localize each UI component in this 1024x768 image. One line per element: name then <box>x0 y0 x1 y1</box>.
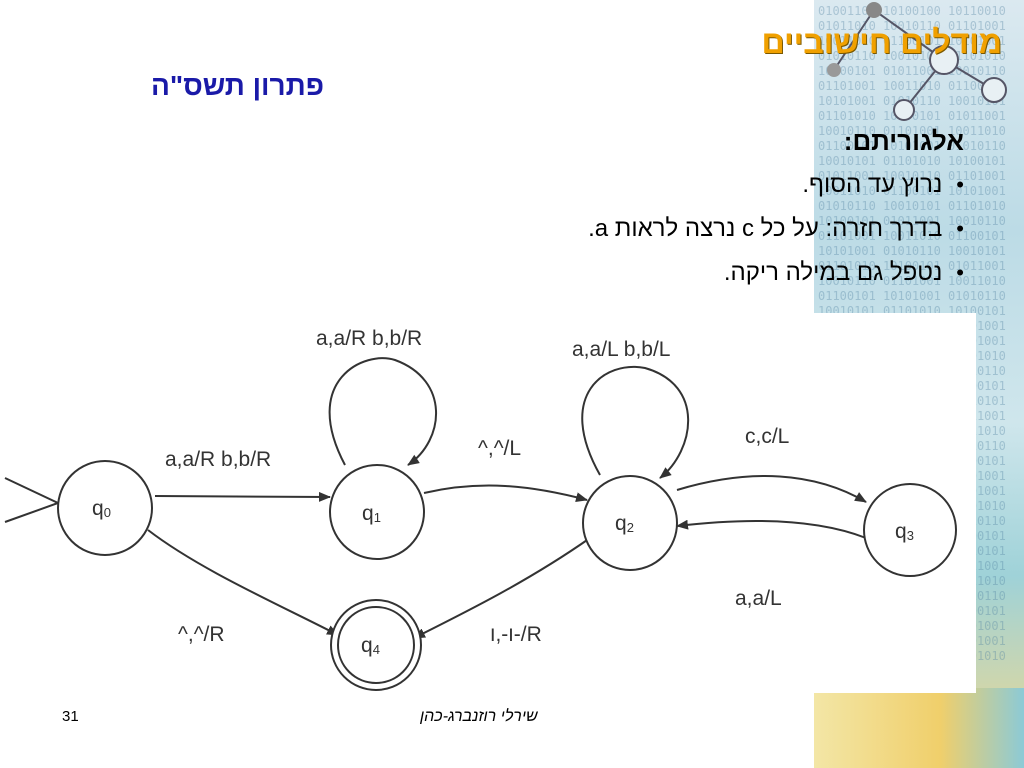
transition-label-q0-q1: a,a/R b,b/R <box>165 448 271 471</box>
transition-label-q2-q3: c,c/L <box>745 425 789 448</box>
transition-label-q1-loop: a,a/R b,b/R <box>316 327 422 350</box>
slide-subtitle: פתרון תשס"ה <box>151 70 324 101</box>
start-arrow <box>4 477 61 523</box>
transition-label-q2-q4: ו-,ו-/R <box>490 623 542 646</box>
state-q1 <box>329 464 425 560</box>
algorithm-section: אלגוריתם: • נרוץ עד הסוף. • בדרך חזרה: על … <box>344 126 964 295</box>
bullet-item: • נטפל גם במילה ריקה. <box>344 251 964 295</box>
bullet-icon: • <box>956 172 964 197</box>
bullet-text: נרוץ עד הסוף. <box>802 171 943 198</box>
bullet-text: נטפל גם במילה ריקה. <box>723 259 943 286</box>
transition-label-q0-q4: ^,^/R <box>178 623 225 646</box>
molecule-decoration <box>827 2 1007 121</box>
author-footer: שירלי רוזנברג-כהן <box>420 708 538 725</box>
slide-title: מודלים חישוביים <box>761 24 1002 60</box>
bullet-text: בדרך חזרה: על כל c נרצה לראות a. <box>588 215 943 242</box>
transition-label-q2-loop: a,a/L b,b/L <box>572 338 670 361</box>
transition-q3-q2 <box>676 519 867 539</box>
transition-label-q3-q2: a,a/L <box>735 587 782 610</box>
state-label-q2: q2 <box>615 512 634 535</box>
transition-q1-loop <box>328 357 438 466</box>
diagram-background <box>0 313 976 693</box>
state-label-q0: q0 <box>92 497 111 520</box>
algorithm-heading: אלגוריתם: <box>843 126 964 156</box>
bullet-icon: • <box>956 260 964 285</box>
state-label-q1: q1 <box>362 502 381 525</box>
transition-q2-q4 <box>413 537 591 639</box>
transition-label-q1-q2: ^,^/L <box>478 437 521 460</box>
state-label-q4: q4 <box>361 634 380 657</box>
transition-q0-q1 <box>154 491 331 502</box>
bullet-item: • נרוץ עד הסוף. <box>344 163 964 207</box>
state-q4-inner <box>337 606 415 684</box>
state-q2 <box>582 475 678 571</box>
decorative-bottom-band <box>814 688 1024 768</box>
state-label-q3: q3 <box>895 520 914 543</box>
page-number: 31 <box>62 708 79 725</box>
state-q0 <box>57 460 153 556</box>
algorithm-bullet-list: • נרוץ עד הסוף. • בדרך חזרה: על כל c נרצה … <box>344 163 964 295</box>
transition-q2-loop <box>581 365 690 479</box>
transition-q0-q4 <box>147 529 339 636</box>
bullet-item: • בדרך חזרה: על כל c נרצה לראות a. <box>344 207 964 251</box>
turing-machine-diagram: q0 q1 q2 q3 q4 a,a/R b,b/R a,a/L b,b/L a… <box>4 327 957 691</box>
state-q3 <box>863 483 957 577</box>
transition-q2-q3 <box>676 475 867 503</box>
bullet-icon: • <box>956 216 964 241</box>
transition-q1-q2 <box>423 484 588 503</box>
